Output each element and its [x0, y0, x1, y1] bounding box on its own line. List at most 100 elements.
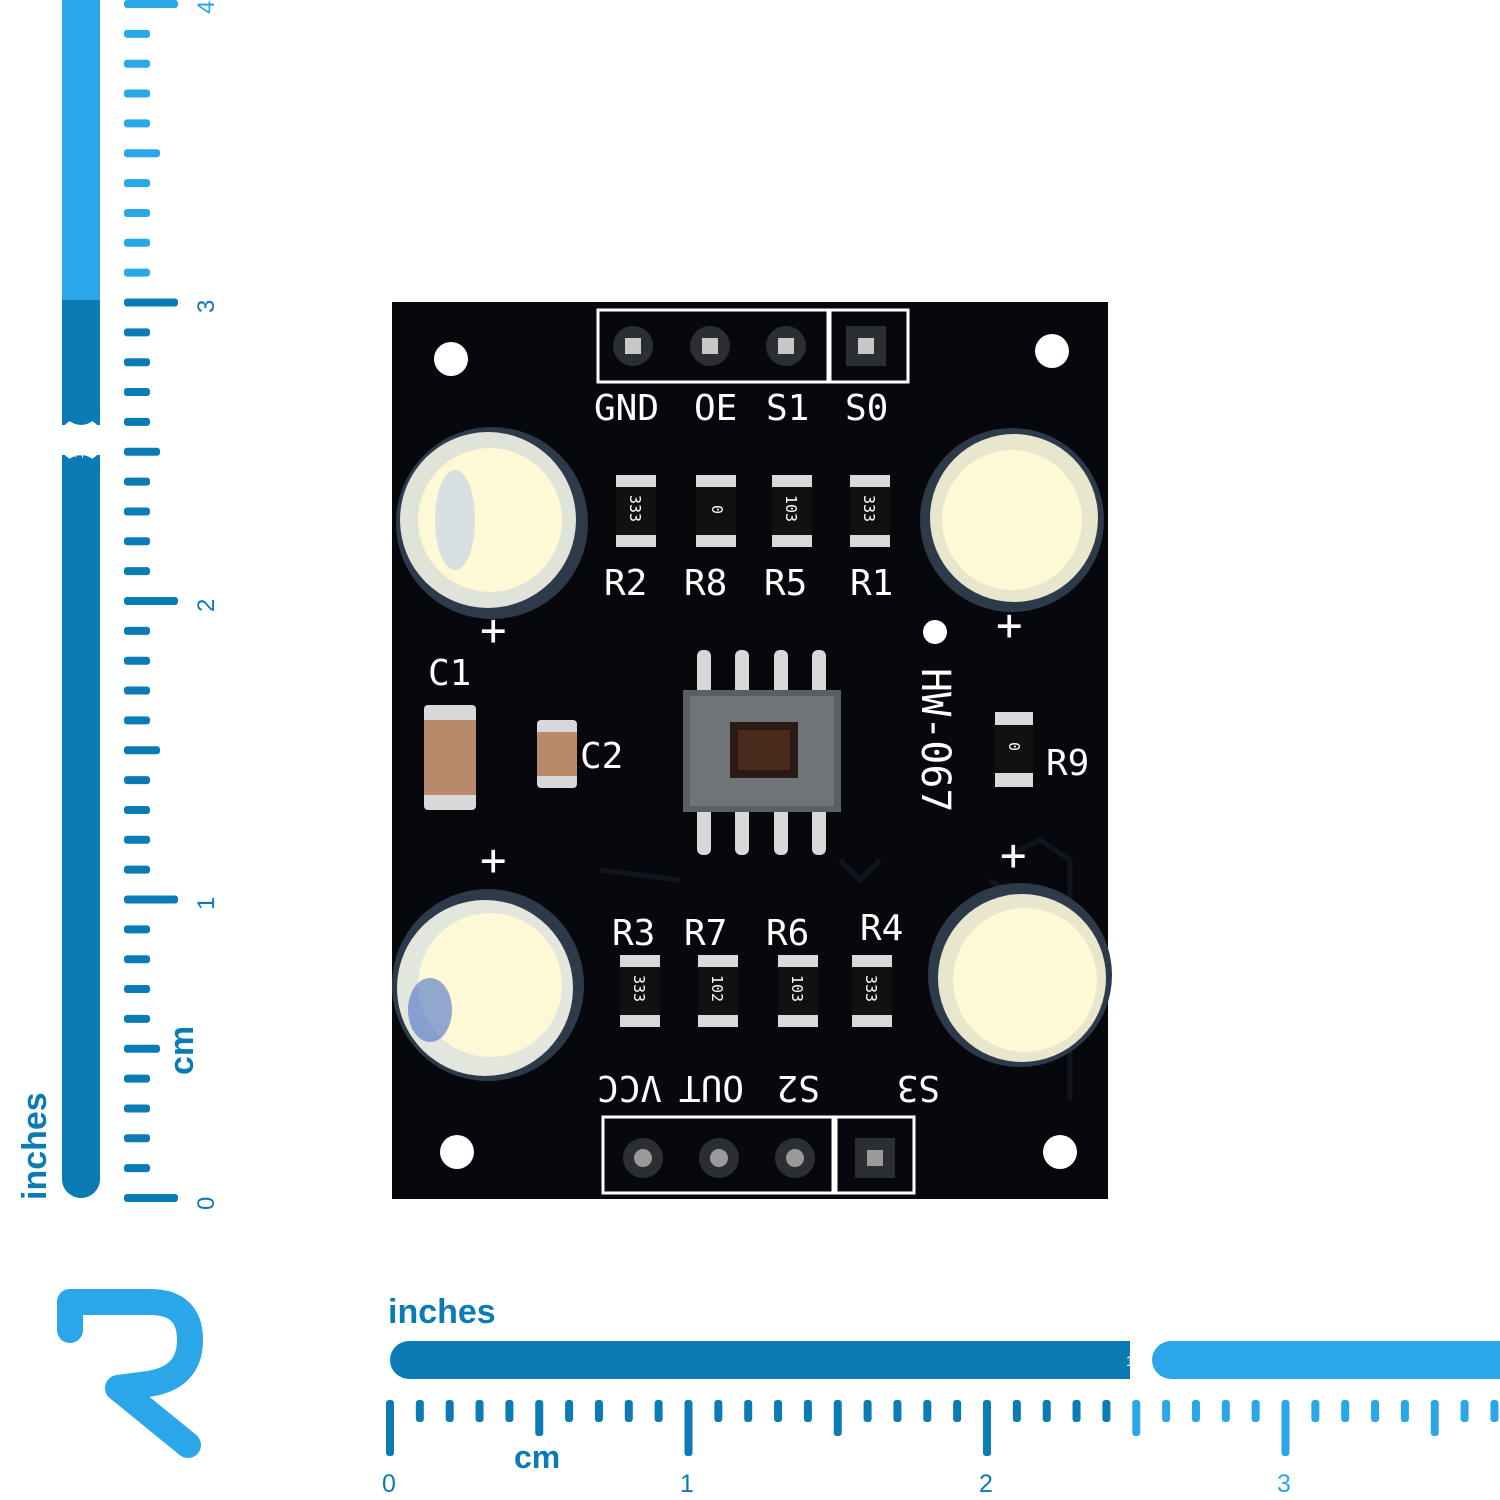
top-pin-header	[596, 308, 910, 384]
vertical-inches-label: inches	[16, 1092, 54, 1200]
pin-label-s1: S1	[766, 388, 809, 429]
mounting-hole-top-left	[434, 342, 468, 376]
horizontal-inch-bar-light	[1152, 1341, 1500, 1379]
horizontal-ruler-minor-tick	[505, 1400, 514, 1422]
horizontal-cm-label: cm	[514, 1439, 560, 1475]
mounting-hole-bottom-right	[1043, 1135, 1077, 1169]
pin-label-s2: S2	[777, 1067, 820, 1108]
resistor-code-r9: 0	[1005, 742, 1023, 751]
vertical-ruler-minor-tick	[124, 89, 150, 98]
vertical-ruler-minor-tick	[124, 208, 150, 217]
horizontal-ruler-ticks	[386, 1400, 1499, 1456]
vertical-cm-number-3: 3	[193, 300, 220, 313]
horizontal-ruler-minor-tick	[774, 1400, 783, 1422]
vertical-ruler-minor-tick	[124, 149, 160, 158]
pin-label-out: OUT	[679, 1067, 744, 1108]
vertical-ruler-minor-tick	[124, 1044, 160, 1053]
horizontal-ruler: inches 1 cm 0 1 2 3	[382, 1293, 1500, 1498]
horizontal-ruler-minor-tick	[1221, 1400, 1230, 1422]
vertical-ruler-minor-tick	[124, 388, 150, 397]
vertical-cm-label: cm	[163, 1026, 201, 1075]
vertical-ruler-minor-tick	[124, 29, 150, 38]
ref-r2: R2	[604, 563, 647, 604]
horizontal-cm-number-0: 0	[382, 1470, 396, 1498]
vertical-ruler-minor-tick	[124, 1074, 150, 1083]
vertical-ruler-minor-tick	[124, 716, 150, 725]
vertical-cm-number-4: 4	[193, 1, 220, 14]
horizontal-ruler-minor-tick	[565, 1400, 574, 1422]
ref-r7: R7	[684, 913, 727, 954]
horizontal-ruler-minor-tick	[1012, 1400, 1021, 1422]
r-logo-icon	[57, 1289, 203, 1458]
pin-label-vcc: VCC	[597, 1067, 662, 1108]
horizontal-ruler-minor-tick	[893, 1400, 902, 1422]
ref-r8: R8	[684, 563, 727, 604]
vertical-ruler-minor-tick	[124, 477, 150, 486]
vertical-cm-number-2: 2	[193, 599, 220, 612]
horizontal-ruler-major-tick	[983, 1400, 991, 1456]
vertical-ruler-minor-tick	[124, 358, 150, 367]
horizontal-ruler-minor-tick	[654, 1400, 663, 1422]
color-sensor-chip	[683, 650, 841, 855]
horizontal-ruler-minor-tick	[833, 1400, 842, 1436]
horizontal-ruler-minor-tick	[923, 1400, 932, 1422]
vertical-ruler-minor-tick	[124, 656, 150, 665]
led-polarity-top-right: +	[996, 600, 1023, 651]
resistor-code-r5: 103	[782, 495, 800, 522]
horizontal-ruler-minor-tick	[1251, 1400, 1260, 1422]
capacitor-c2	[537, 720, 577, 788]
vertical-ruler-major-tick	[124, 1194, 178, 1202]
horizontal-ruler-minor-tick	[1490, 1400, 1499, 1422]
vertical-ruler-minor-tick	[124, 985, 150, 994]
pin-label-s0: S0	[845, 388, 888, 429]
vertical-ruler-minor-tick	[124, 328, 150, 337]
horizontal-ruler-major-tick	[386, 1400, 394, 1456]
horizontal-ruler-minor-tick	[535, 1400, 544, 1436]
horizontal-ruler-minor-tick	[803, 1400, 812, 1422]
led-bottom-right	[928, 883, 1112, 1067]
ref-r6: R6	[766, 913, 809, 954]
vertical-cm-number-1: 1	[193, 897, 220, 910]
resistor-code-r1: 333	[860, 495, 878, 522]
ref-c1: C1	[428, 653, 471, 694]
horizontal-ruler-minor-tick	[1042, 1400, 1051, 1422]
vertical-ruler-ticks	[124, 0, 178, 1202]
vertical-ruler-minor-tick	[124, 1164, 150, 1173]
horizontal-inch-number: 1	[1126, 1353, 1134, 1370]
vertical-cm-number-0: 0	[193, 1197, 220, 1210]
vertical-ruler-minor-tick	[124, 179, 150, 188]
vertical-ruler: 1 inches cm 0 1 2 3 4	[16, 0, 220, 1210]
bottom-pin-header	[601, 1115, 916, 1195]
vertical-ruler-minor-tick	[124, 268, 150, 277]
vertical-ruler-major-tick	[124, 0, 178, 8]
vertical-inch-number: 1	[71, 451, 86, 458]
ref-r1: R1	[850, 563, 893, 604]
resistor-code-r6: 103	[788, 975, 806, 1002]
vertical-ruler-minor-tick	[124, 955, 150, 964]
pin-label-oe: OE	[694, 388, 737, 429]
led-top-right	[920, 428, 1104, 612]
vertical-ruler-minor-tick	[124, 119, 150, 128]
horizontal-ruler-minor-tick	[1102, 1400, 1111, 1422]
vertical-ruler-minor-tick	[124, 417, 150, 426]
horizontal-cm-number-3: 3	[1277, 1470, 1291, 1498]
pin-label-gnd: GND	[594, 388, 659, 429]
led-polarity-bottom-right: +	[1000, 830, 1027, 881]
horizontal-ruler-minor-tick	[1400, 1400, 1409, 1422]
horizontal-inches-label: inches	[388, 1293, 496, 1331]
horizontal-ruler-minor-tick	[1460, 1400, 1469, 1422]
horizontal-ruler-minor-tick	[1162, 1400, 1171, 1422]
horizontal-ruler-minor-tick	[1430, 1400, 1439, 1436]
vertical-ruler-major-tick	[124, 298, 178, 307]
vertical-ruler-minor-tick	[124, 567, 150, 576]
capacitor-c1	[424, 705, 476, 810]
horizontal-ruler-minor-tick	[744, 1400, 753, 1422]
vertical-ruler-minor-tick	[124, 1134, 150, 1143]
vertical-ruler-minor-tick	[124, 59, 150, 68]
vertical-ruler-minor-tick	[124, 1014, 150, 1023]
horizontal-ruler-major-tick	[1281, 1400, 1290, 1456]
vertical-inch-bar-light	[62, 0, 100, 310]
vertical-ruler-minor-tick	[124, 626, 150, 635]
horizontal-ruler-minor-tick	[1311, 1400, 1320, 1422]
vertical-ruler-minor-tick	[124, 835, 150, 844]
